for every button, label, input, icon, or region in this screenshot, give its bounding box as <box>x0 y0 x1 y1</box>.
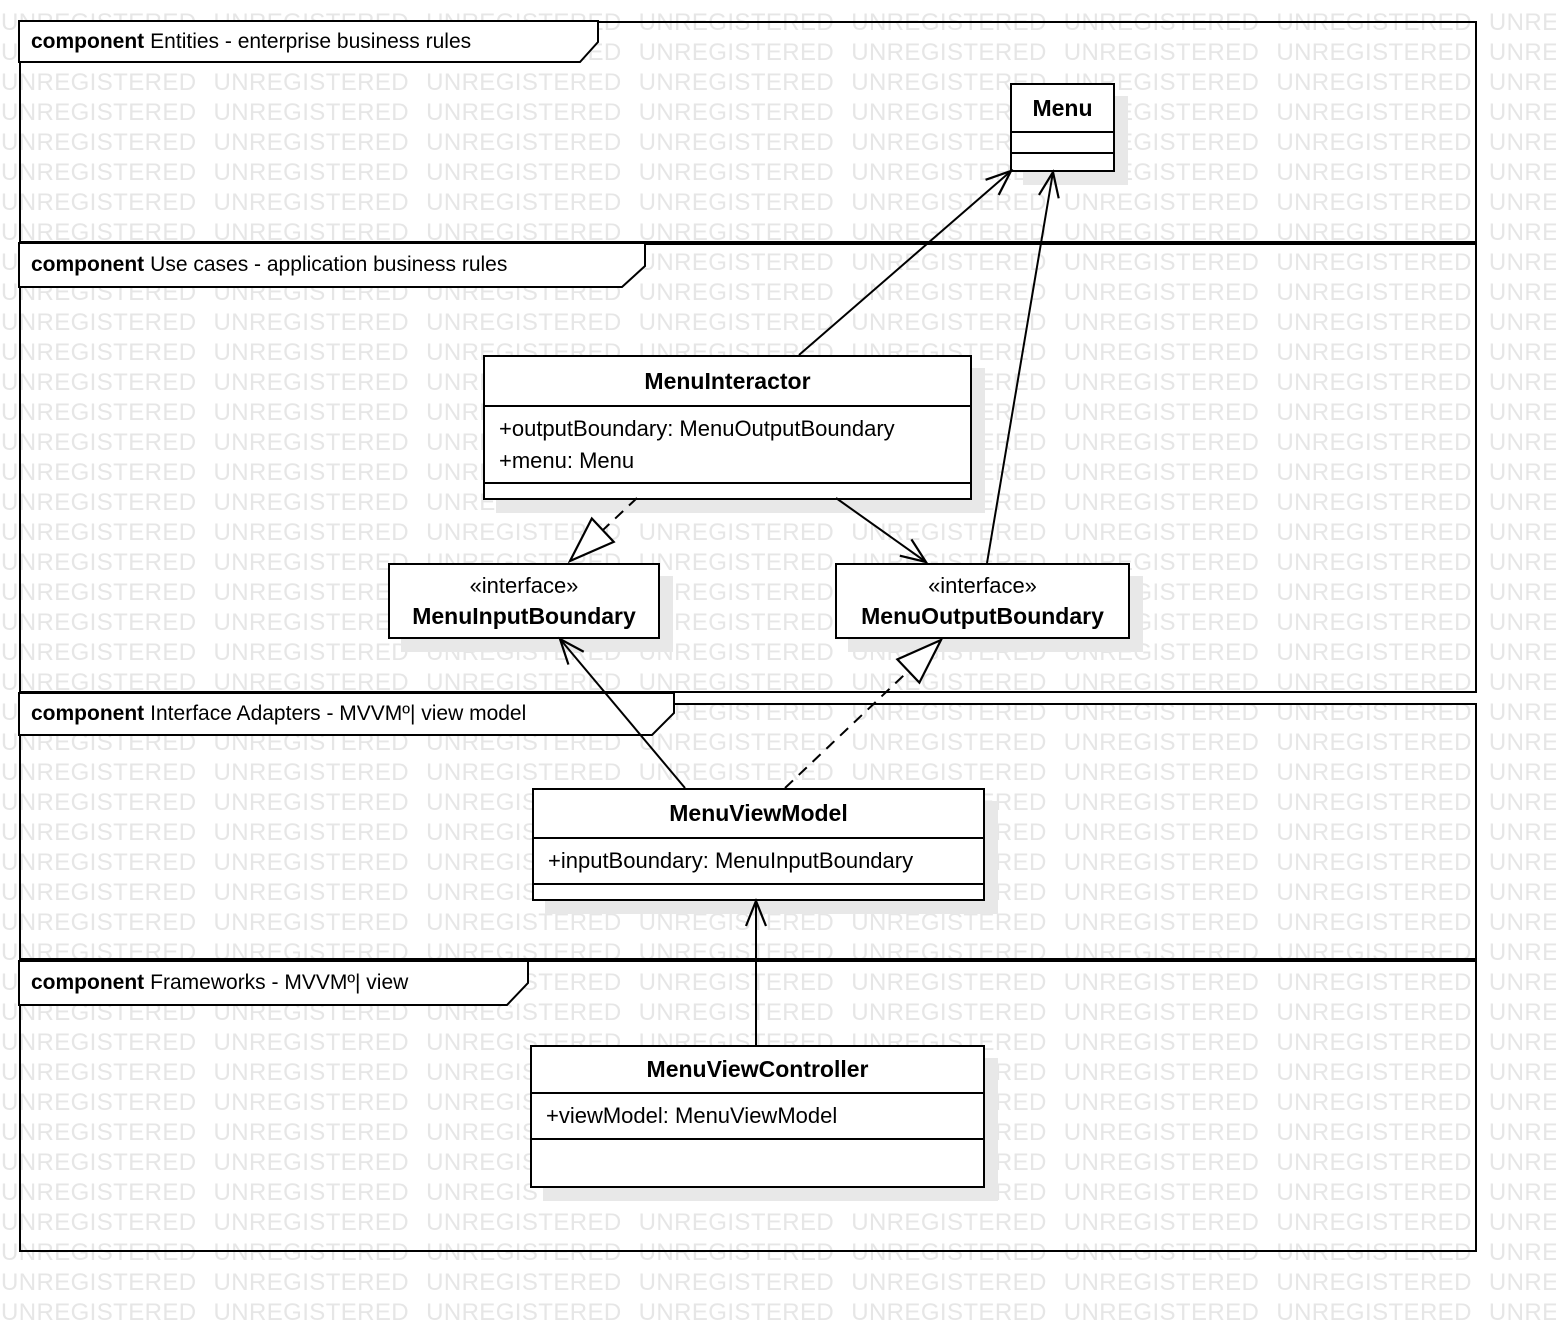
watermark-row: UNREGISTERED UNREGISTERED UNREGISTERED U… <box>1 1299 1556 1326</box>
interface-name: MenuInputBoundary <box>412 603 636 629</box>
component-keyword: component <box>31 253 145 276</box>
component-name: Entities - enterprise business rules <box>150 30 472 53</box>
watermark-row: UNREGISTERED UNREGISTERED UNREGISTERED U… <box>1 1209 1556 1236</box>
watermark-row: UNREGISTERED UNREGISTERED UNREGISTERED U… <box>1 99 1556 126</box>
watermark-row: UNREGISTERED UNREGISTERED UNREGISTERED U… <box>1 579 1556 606</box>
watermark-row: UNREGISTERED UNREGISTERED UNREGISTERED U… <box>1 519 1556 546</box>
class-menu[interactable]: Menu <box>1010 83 1115 172</box>
watermark-row: UNREGISTERED UNREGISTERED UNREGISTERED U… <box>1 129 1556 156</box>
class-title: MenuInteractor <box>485 357 970 407</box>
interface-menu-input-boundary[interactable]: «interface» MenuInputBoundary <box>388 563 660 639</box>
interface-menu-output-boundary[interactable]: «interface» MenuOutputBoundary <box>835 563 1130 639</box>
stereotype: «interface» <box>469 573 579 598</box>
component-interface-adapters-frame[interactable] <box>19 703 1477 960</box>
watermark-row: UNREGISTERED UNREGISTERED UNREGISTERED U… <box>1 1269 1556 1296</box>
component-name: Use cases - application business rules <box>150 253 508 276</box>
attribute: +inputBoundary: MenuInputBoundary <box>548 848 914 873</box>
component-frameworks-frame[interactable] <box>19 960 1477 1252</box>
component-keyword: component <box>31 30 145 53</box>
class-operations <box>532 1140 983 1186</box>
class-operations <box>485 484 970 498</box>
class-attributes <box>1012 133 1113 154</box>
component-use-cases-frame[interactable] <box>19 243 1477 693</box>
class-menu-view-model[interactable]: MenuViewModel +inputBoundary: MenuInputB… <box>532 788 985 901</box>
class-menu-view-controller[interactable]: MenuViewController +viewModel: MenuViewM… <box>530 1045 985 1188</box>
attribute: +outputBoundary: MenuOutputBoundary <box>499 416 895 441</box>
watermark-row: UNREGISTERED UNREGISTERED UNREGISTERED U… <box>1 759 1556 786</box>
watermark-row: UNREGISTERED UNREGISTERED UNREGISTERED U… <box>1 609 1556 636</box>
watermark-row: UNREGISTERED UNREGISTERED UNREGISTERED U… <box>1 159 1556 186</box>
attribute: +menu: Menu <box>499 448 635 473</box>
watermark-row: UNREGISTERED UNREGISTERED UNREGISTERED U… <box>1 639 1556 666</box>
class-title: MenuViewModel <box>534 790 983 839</box>
class-operations <box>1012 154 1113 170</box>
class-operations <box>534 885 983 899</box>
interface-name: MenuOutputBoundary <box>861 603 1104 629</box>
watermark-row: UNREGISTERED UNREGISTERED UNREGISTERED U… <box>1 1329 1556 1332</box>
class-attributes: +outputBoundary: MenuOutputBoundary +men… <box>485 407 970 484</box>
watermark-row: UNREGISTERED UNREGISTERED UNREGISTERED U… <box>1 69 1556 96</box>
class-title: Menu <box>1012 85 1113 133</box>
component-name: Frameworks - MVVMº| view <box>150 971 409 994</box>
attribute: +viewModel: MenuViewModel <box>546 1103 838 1128</box>
component-keyword: component <box>31 702 145 725</box>
class-attributes: +inputBoundary: MenuInputBoundary <box>534 839 983 885</box>
component-entities-frame[interactable] <box>19 21 1477 243</box>
stereotype: «interface» <box>928 573 1037 598</box>
class-menu-interactor[interactable]: MenuInteractor +outputBoundary: MenuOutp… <box>483 355 972 500</box>
component-name: Interface Adapters - MVVMº| view model <box>150 702 527 725</box>
watermark-row: UNREGISTERED UNREGISTERED UNREGISTERED U… <box>1 189 1556 216</box>
watermark-row: UNREGISTERED UNREGISTERED UNREGISTERED U… <box>1 1239 1556 1266</box>
class-title: MenuViewController <box>532 1047 983 1094</box>
watermark-row: UNREGISTERED UNREGISTERED UNREGISTERED U… <box>1 549 1556 576</box>
watermark-row: UNREGISTERED UNREGISTERED UNREGISTERED U… <box>1 309 1556 336</box>
class-attributes: +viewModel: MenuViewModel <box>532 1094 983 1140</box>
watermark-row: UNREGISTERED UNREGISTERED UNREGISTERED U… <box>1 909 1556 936</box>
component-keyword: component <box>31 971 145 994</box>
watermark-row: UNREGISTERED UNREGISTERED UNREGISTERED U… <box>1 0 1556 7</box>
